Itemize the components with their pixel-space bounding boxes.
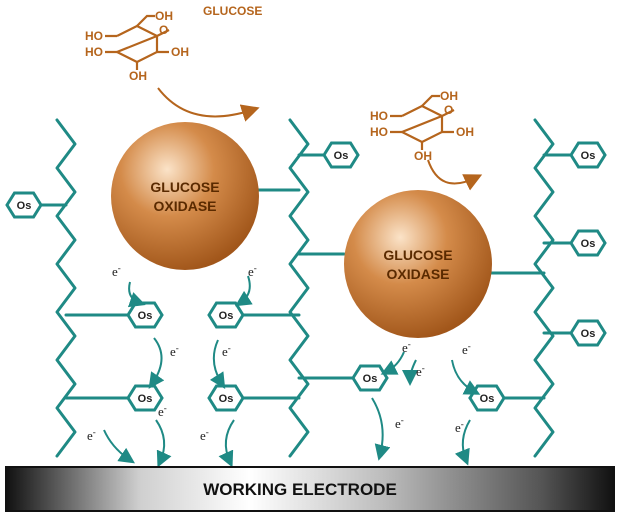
glucose-molecule-2: OH O HO HO OH OH [370, 89, 474, 163]
electron-label-7: e- [462, 341, 471, 357]
enzyme-glucose-oxidase-1: GLUCOSE OXIDASE [111, 122, 259, 270]
glucose-2-oh-right: OH [456, 125, 474, 139]
glucose-1-oh-top: OH [155, 9, 173, 23]
os-mediator-6: Os [322, 141, 360, 169]
electron-label-11: e- [87, 427, 96, 443]
electron-arrow-1 [127, 281, 146, 308]
os-mediator-9: Os [569, 229, 607, 257]
electron-label-5: e- [402, 339, 411, 355]
glucose-1-ring-o: O [159, 23, 168, 37]
os-mediator-4: Os [207, 301, 245, 329]
enzyme-glucose-oxidase-2: GLUCOSE OXIDASE [344, 190, 492, 338]
glucose-title: GLUCOSE [203, 4, 262, 18]
svg-text:Os: Os [581, 328, 596, 340]
electrode-label: WORKING ELECTRODE [203, 480, 397, 499]
glucose-1-reaction-arrow [157, 87, 260, 122]
electron-label-4: e- [222, 343, 231, 359]
polymer-backbones [55, 118, 555, 458]
electron-arrow-7 [451, 359, 481, 395]
electron-arrow-9 [155, 419, 172, 468]
glucose-1-oh-right: OH [171, 45, 189, 59]
os-mediator-3: Os [126, 384, 164, 412]
electron-label-12: e- [455, 419, 464, 435]
working-electrode: WORKING ELECTRODE [5, 466, 615, 512]
electron-arrow-11 [103, 429, 135, 464]
glucose-2-ring-o: O [444, 103, 453, 117]
svg-text:Os: Os [138, 310, 153, 322]
os-mediator-5: Os [207, 384, 245, 412]
electron-arrow-2 [234, 275, 253, 307]
svg-text:Os: Os [219, 310, 234, 322]
svg-text:Os: Os [219, 393, 234, 405]
electron-arrow-8 [371, 397, 391, 461]
os-mediator-2: Os [126, 301, 164, 329]
electron-label-3: e- [170, 343, 179, 359]
enzyme-2-label-line1: GLUCOSE [383, 247, 452, 263]
enzyme-1-label-line1: GLUCOSE [150, 179, 219, 195]
electron-label-10: e- [200, 427, 209, 443]
electron-label-2: e- [248, 263, 257, 279]
enzyme-1-label-line2: OXIDASE [153, 198, 216, 214]
glucose-2-reaction-arrow [427, 159, 483, 191]
electron-transfers: e-e-e-e-e-e-e-e-e-e-e-e- [87, 263, 481, 468]
svg-text:Os: Os [363, 373, 378, 385]
electron-arrow-10 [218, 419, 235, 468]
svg-text:Os: Os [480, 393, 495, 405]
glucose-2-oh-bottom: OH [414, 149, 432, 163]
polymer-backbone-1 [55, 118, 77, 458]
svg-text:Os: Os [334, 150, 349, 162]
polymer-backbone-3 [533, 118, 555, 458]
electron-arrow-5 [380, 351, 405, 375]
svg-text:Os: Os [17, 200, 32, 212]
polymer-backbone-2 [288, 118, 310, 458]
electron-label-9: e- [158, 403, 167, 419]
electron-label-6: e- [416, 363, 425, 379]
glucose-2-ho-1: HO [370, 109, 388, 123]
electron-label-8: e- [395, 415, 404, 431]
glucose-1-ho-2: HO [85, 45, 103, 59]
glucose-1-oh-bottom: OH [129, 69, 147, 83]
glucose-molecule-1: OH O HO HO OH OH [85, 9, 189, 83]
electron-arrow-3 [148, 337, 165, 389]
electron-arrow-4 [209, 339, 226, 390]
electron-arrow-6 [402, 359, 419, 386]
glucose-2-oh-top: OH [440, 89, 458, 103]
os-mediator-1: Os [5, 191, 43, 219]
polymer-side-chains [38, 153, 574, 400]
os-mediator-11: Os [468, 384, 506, 412]
glucose-2-ho-2: HO [370, 125, 388, 139]
os-mediator-10: Os [569, 319, 607, 347]
svg-text:Os: Os [581, 238, 596, 250]
svg-text:Os: Os [581, 150, 596, 162]
enzyme-2-label-line2: OXIDASE [386, 266, 449, 282]
os-mediator-7: Os [351, 364, 389, 392]
glucose-1-ho-1: HO [85, 29, 103, 43]
electron-label-1: e- [112, 263, 121, 279]
os-mediator-8: Os [569, 141, 607, 169]
electron-arrow-12 [454, 419, 471, 466]
svg-text:Os: Os [138, 393, 153, 405]
